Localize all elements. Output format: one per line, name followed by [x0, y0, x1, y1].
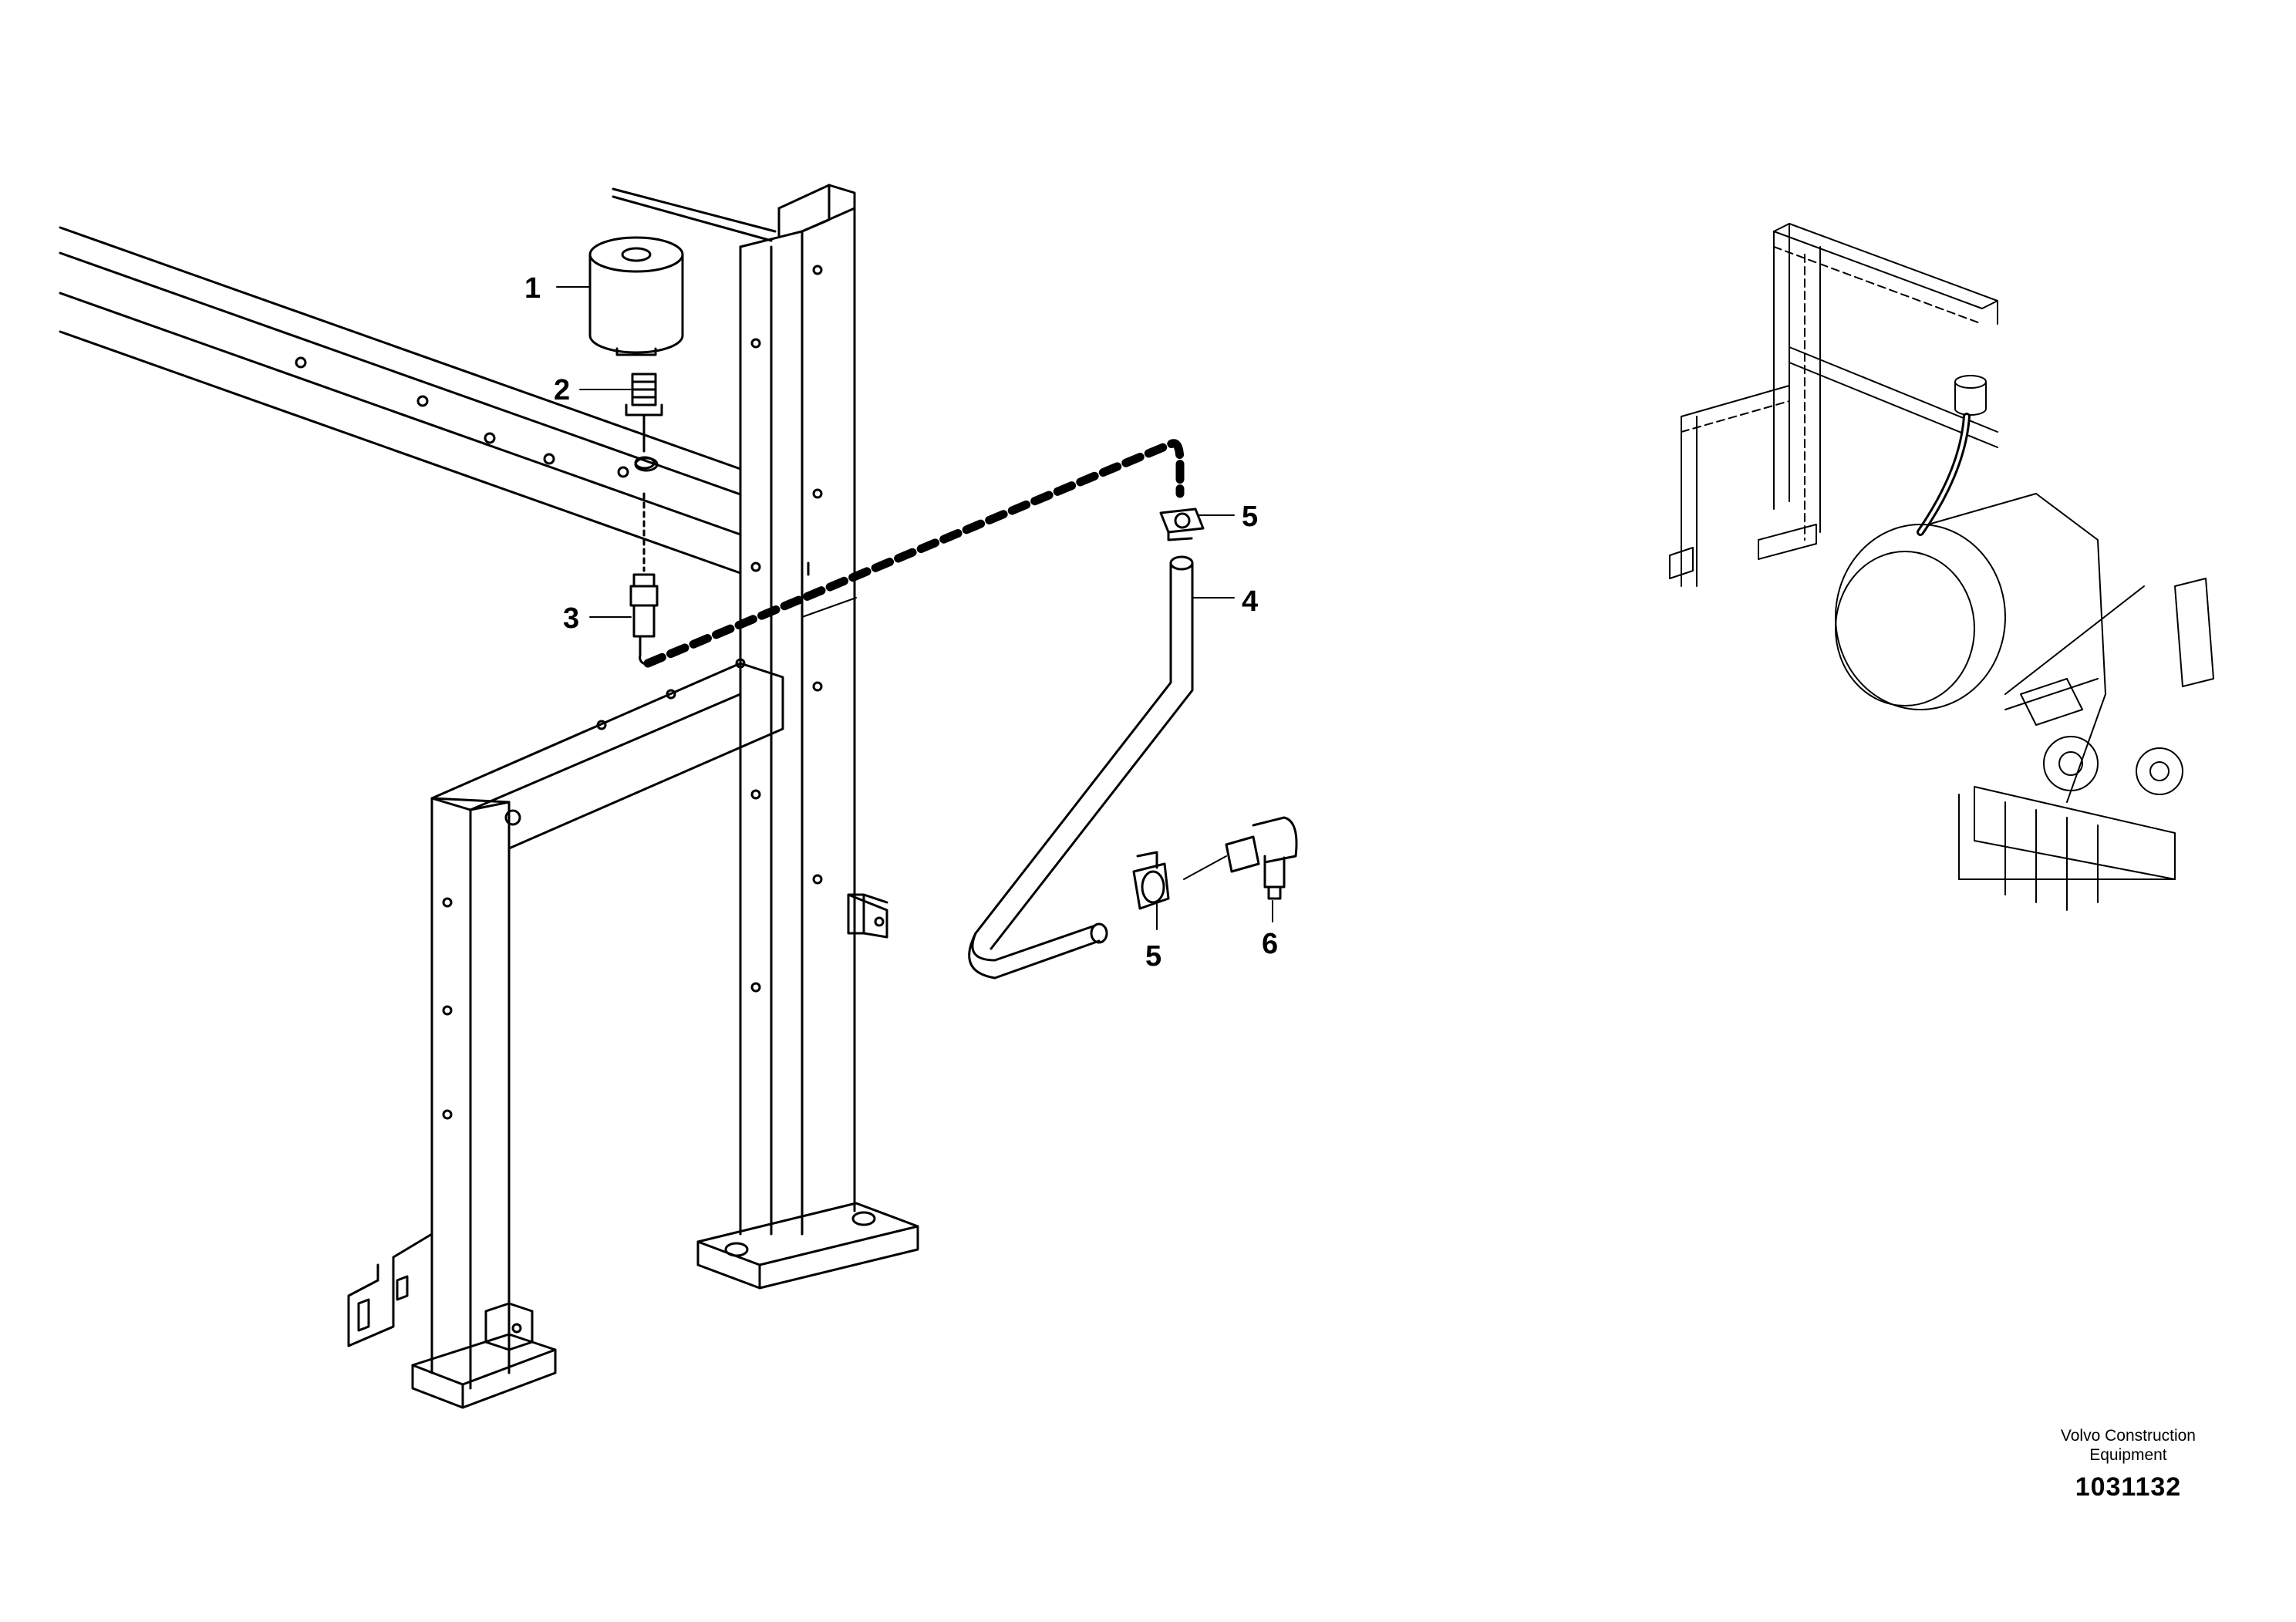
hose-connector-part-3: [629, 492, 659, 666]
callout-2: 2: [554, 374, 570, 406]
callout-5-bottom: 5: [1145, 940, 1161, 973]
document-number: 1031132: [2075, 1472, 2182, 1502]
breather-filter-part-1: [588, 236, 684, 356]
inset-frame: [1669, 223, 1998, 587]
post-foot-plate: [696, 1202, 919, 1290]
side-bracket: [347, 1233, 433, 1347]
callout-1: 1: [524, 272, 541, 305]
cross-beam: [430, 658, 784, 850]
elbow-part-6: [1225, 816, 1298, 900]
callout-6: 6: [1262, 928, 1278, 960]
drawing-footer: Volvo Construction Equipment 1031132: [2061, 1426, 2196, 1502]
hidden-hose-route: [643, 439, 1185, 668]
callout-3: 3: [563, 602, 579, 635]
inset-transmission: [1835, 493, 2214, 911]
frame-top-edge: [612, 187, 777, 242]
nipple-part-2: [625, 373, 663, 470]
clamp-part-5-bottom: [1132, 851, 1170, 910]
callout-labels: 1 2 3 4 5 5 6: [524, 272, 1278, 973]
vertical-post: [739, 184, 888, 1236]
callout-4: 4: [1242, 585, 1258, 618]
frame-rail: [59, 226, 742, 575]
clamp-part-5-top: [1159, 508, 1205, 541]
company-name-line-2: Equipment: [2089, 1446, 2167, 1464]
hose-part-4: [968, 555, 1194, 980]
inset-breather-filter: [1917, 375, 1987, 536]
leader-lines: [556, 286, 1273, 930]
short-post: [411, 797, 557, 1409]
overview-inset: [1669, 223, 2214, 911]
company-name-line-1: Volvo Construction: [2060, 1427, 2196, 1445]
callout-5-top: 5: [1242, 501, 1258, 533]
